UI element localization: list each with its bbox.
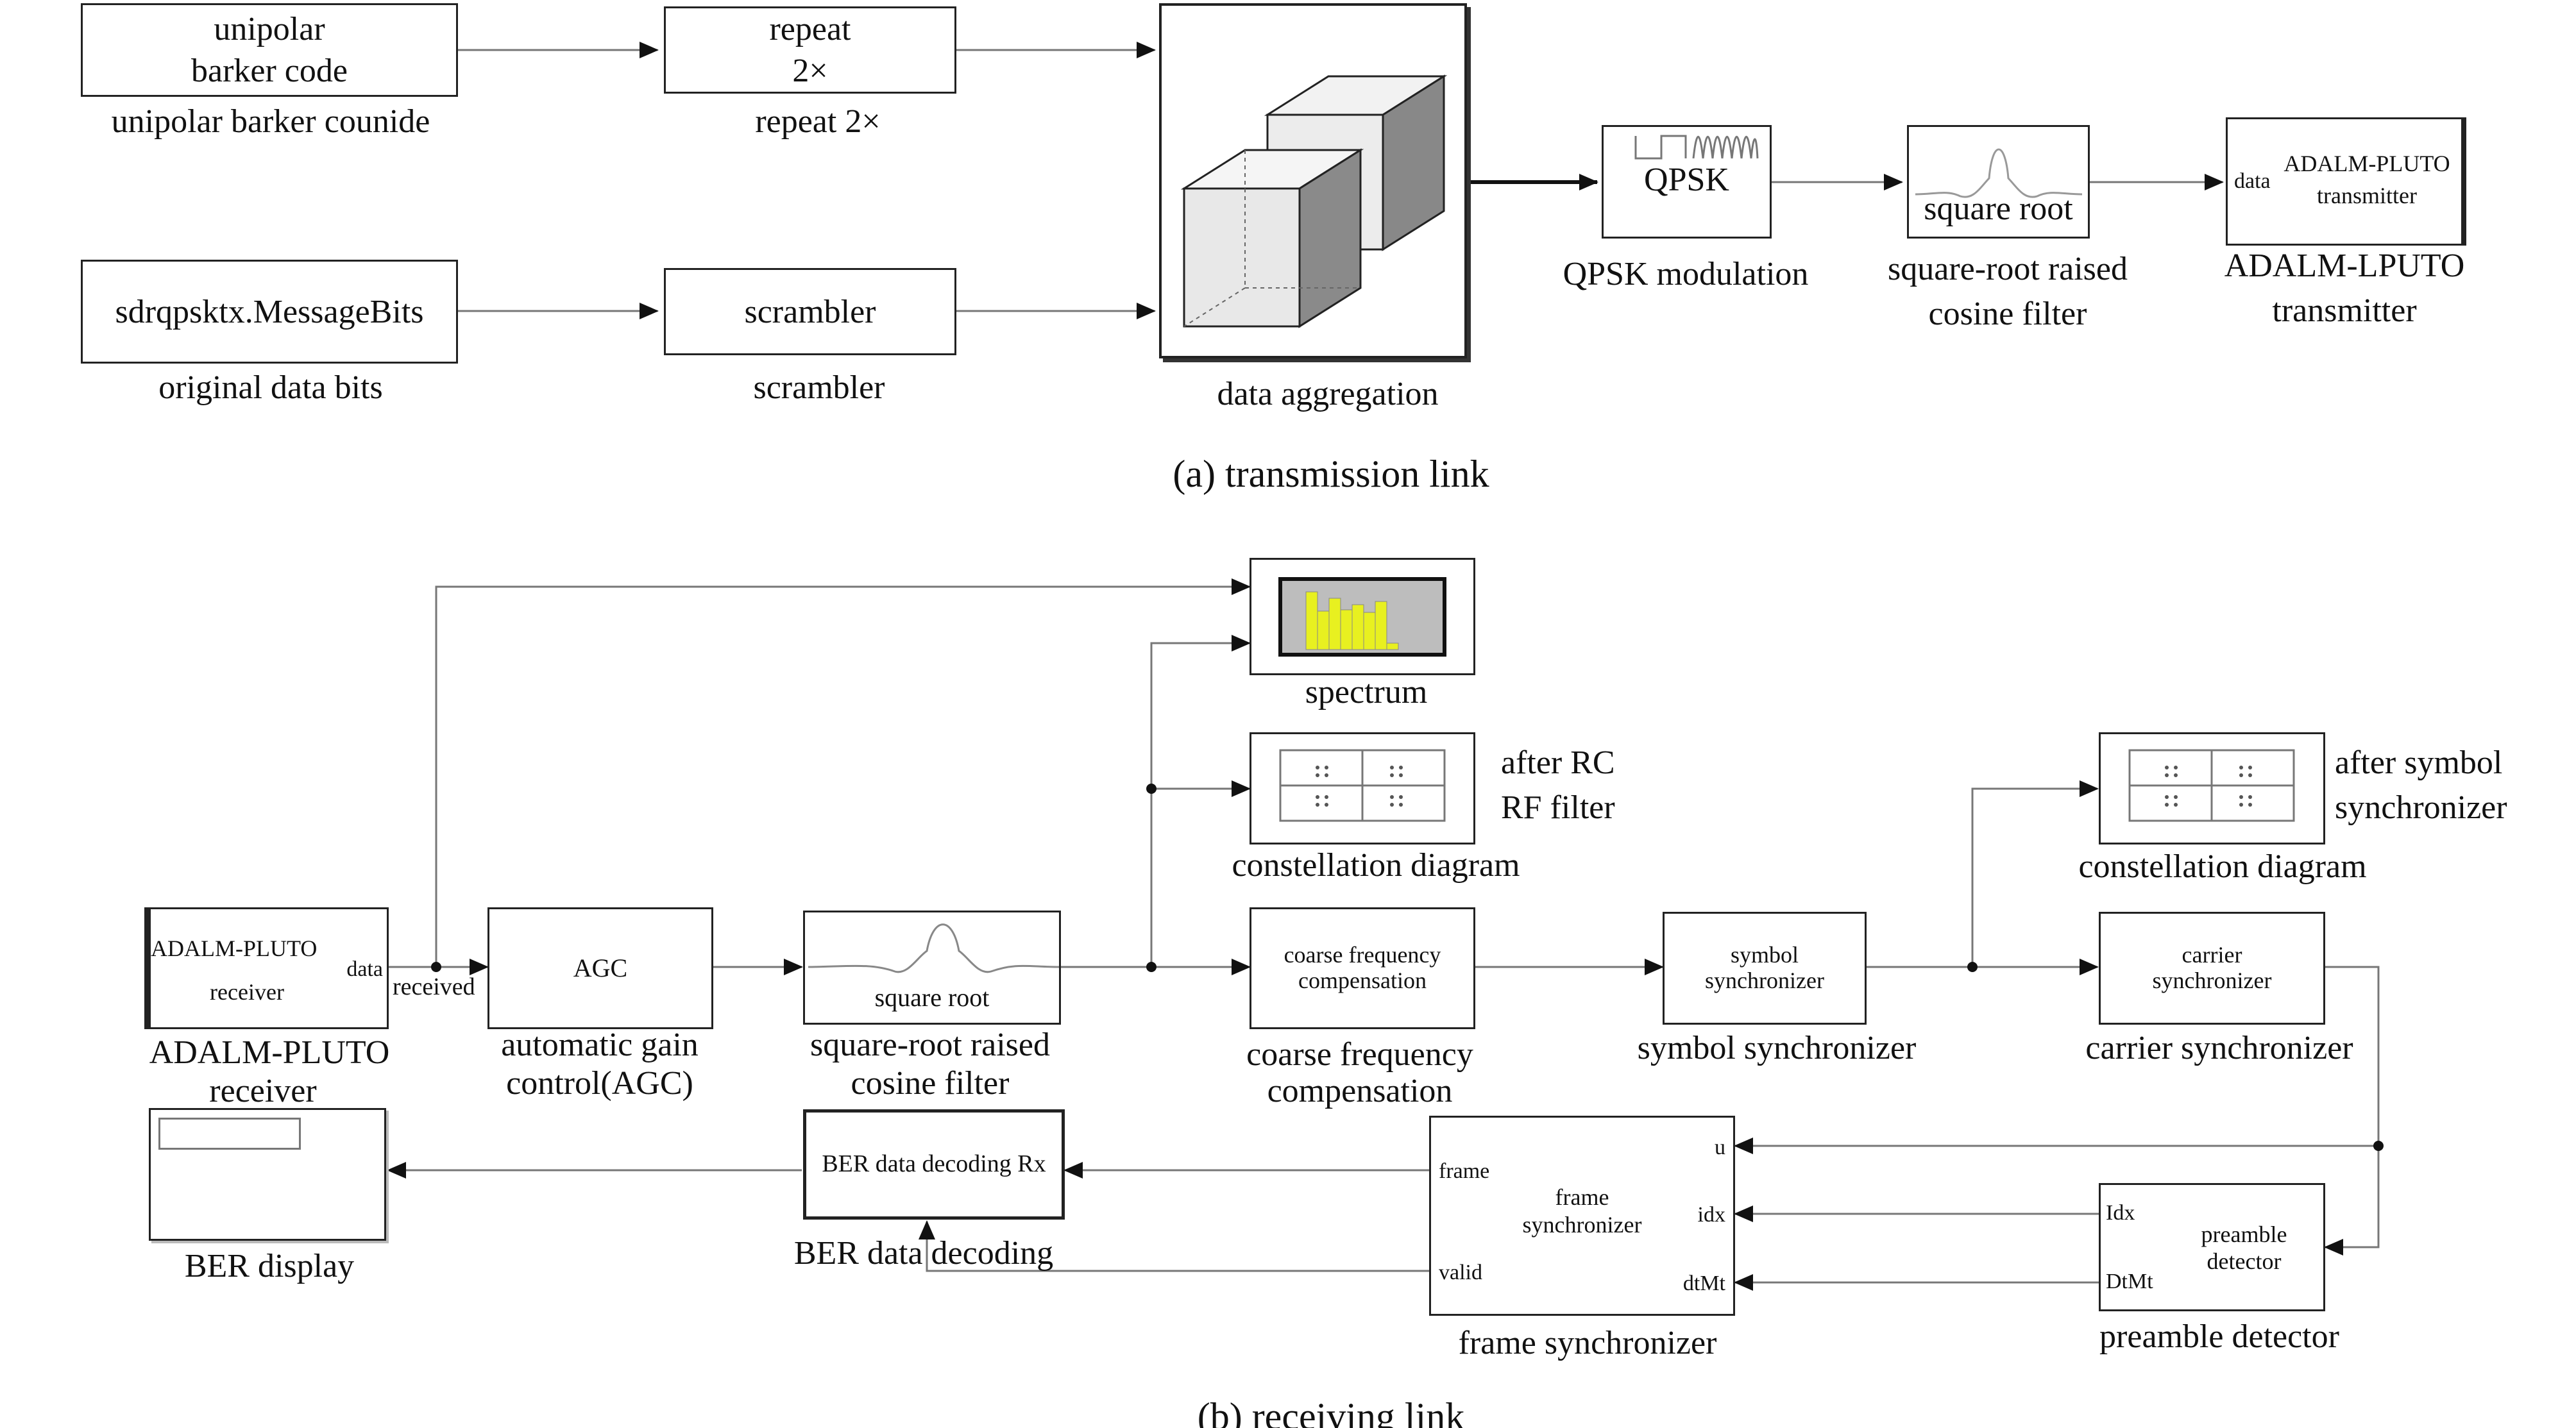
- barker-line2: barker code: [191, 53, 348, 89]
- rx-line2: receiver: [210, 979, 284, 1005]
- rx-rrc-filter-block[interactable]: square root: [803, 911, 1061, 1025]
- carrier-label: carrier synchronizer: [2085, 1030, 2353, 1066]
- constellation-sym-note-1: after symbol: [2335, 744, 2503, 781]
- tx-rrc-label-1: square-root raised: [1888, 251, 2128, 287]
- scrambler-block[interactable]: scrambler: [664, 268, 956, 355]
- symsync-line2: synchronizer: [1705, 968, 1824, 993]
- agc-label-1: automatic gain: [501, 1027, 699, 1063]
- tx-label-2: transmitter: [2272, 292, 2417, 329]
- symsync-label: symbol synchronizer: [1637, 1030, 1917, 1066]
- barker-line1: unipolar: [214, 11, 325, 47]
- frame-label: frame synchronizer: [1458, 1325, 1717, 1361]
- constellation-sym-icon: [2128, 749, 2295, 822]
- constellation-rc-block[interactable]: [1250, 732, 1475, 844]
- coarse-line1: coarse frequency: [1284, 942, 1441, 968]
- agc-label-2: control(AGC): [506, 1065, 693, 1102]
- constellation-sym-label: constellation diagram: [2078, 848, 2367, 885]
- ber-decoding-text: BER data decoding Rx: [822, 1150, 1046, 1178]
- ber-decoding-label: BER data decoding: [793, 1235, 1054, 1272]
- repeat-label: repeat 2×: [755, 103, 881, 140]
- tx-label-1: ADALM-LPUTO: [2224, 248, 2465, 284]
- barker-label: unipolar barker counide: [111, 103, 430, 140]
- carrier-line2: synchronizer: [2152, 968, 2272, 993]
- message-bits-block[interactable]: sdrqpsktx.MessageBits: [81, 260, 458, 364]
- frame-valid-port: valid: [1439, 1261, 1482, 1284]
- symsync-line1: symbol: [1730, 942, 1799, 968]
- data-aggregation-block[interactable]: [1159, 3, 1467, 358]
- unipolar-barker-code-block[interactable]: unipolar barker code: [81, 3, 458, 97]
- spectrum-label: spectrum: [1305, 674, 1428, 710]
- tx-rrc-text: square root: [1924, 190, 2073, 227]
- constellation-rc-label: constellation diagram: [1232, 847, 1520, 884]
- rx-line1: ADALM-PLUTO: [151, 936, 318, 961]
- qpsk-waveform-icon: [1634, 135, 1759, 160]
- qpsk-text: QPSK: [1644, 162, 1729, 198]
- agc-text: AGC: [573, 953, 628, 982]
- pluto-receiver-block[interactable]: ADALM-PLUTO data receiver: [144, 907, 389, 1029]
- preamble-line2: detector: [2207, 1248, 2282, 1274]
- constellation-rc-icon: [1279, 749, 1446, 822]
- aggregation-cubes-icon: [1180, 74, 1448, 328]
- spectrum-icon: [1278, 577, 1446, 657]
- frame-u-port: u: [1715, 1136, 1725, 1159]
- received-signal-label: received: [393, 973, 475, 1000]
- ber-display-block[interactable]: [149, 1108, 386, 1241]
- agc-block[interactable]: AGC: [487, 907, 713, 1029]
- frame-frame-port: frame: [1439, 1159, 1490, 1183]
- tx-rrc-impulse-icon: [1915, 148, 2083, 198]
- frame-synchronizer-block[interactable]: frame valid u idx dtMt frame synchronize…: [1429, 1116, 1735, 1316]
- rx-rrc-text: square root: [874, 983, 990, 1012]
- scrambler-label: scrambler: [753, 369, 885, 406]
- pluto-transmitter-block[interactable]: data ADALM-PLUTO transmitter: [2226, 117, 2466, 246]
- tx-line1: ADALM-PLUTO: [2284, 151, 2450, 176]
- repeat-line2: 2×: [792, 53, 828, 89]
- rx-rrc-label-2: cosine filter: [851, 1065, 1010, 1102]
- constellation-sym-note-2: synchronizer: [2335, 789, 2507, 826]
- rx-rrc-impulse-icon: [808, 923, 1059, 973]
- ber-data-decoding-block[interactable]: BER data decoding Rx: [803, 1109, 1065, 1220]
- receiving-caption: (b) receiving link: [1197, 1395, 1465, 1428]
- rx-label-1: ADALM-PLUTO: [149, 1034, 390, 1071]
- ber-display-screen: [158, 1118, 301, 1150]
- preamble-dtmt-port: DtMt: [2106, 1270, 2153, 1293]
- tx-line2: transmitter: [2317, 183, 2417, 208]
- qpsk-block[interactable]: QPSK: [1602, 125, 1772, 239]
- constellation-rc-note-1: after RC: [1501, 744, 1615, 781]
- tx-data-port: data: [2234, 169, 2271, 193]
- coarse-line2: compensation: [1298, 968, 1427, 993]
- message-bits-text: sdrqpsktx.MessageBits: [115, 293, 424, 330]
- preamble-detector-block[interactable]: Idx DtMt preamble detector: [2099, 1183, 2325, 1311]
- rx-data-port: data: [346, 957, 383, 981]
- preamble-label: preamble detector: [2099, 1318, 2339, 1355]
- constellation-rc-note-2: RF filter: [1501, 789, 1615, 826]
- scrambler-text: scrambler: [744, 293, 876, 330]
- message-bits-label: original data bits: [158, 369, 383, 406]
- qpsk-label: QPSK modulation: [1563, 256, 1809, 292]
- rx-rrc-label-1: square-root raised: [810, 1027, 1050, 1063]
- preamble-line1: preamble: [2201, 1222, 2287, 1247]
- transmission-caption: (a) transmission link: [1173, 453, 1489, 495]
- ber-display-label: BER display: [184, 1248, 355, 1284]
- frame-line2: synchronizer: [1522, 1212, 1642, 1238]
- data-aggregation-label: data aggregation: [1217, 376, 1439, 412]
- constellation-sym-block[interactable]: [2099, 732, 2325, 844]
- tx-rrc-filter-block[interactable]: square root: [1907, 125, 2090, 239]
- spectrum-scope-block[interactable]: [1250, 558, 1475, 675]
- coarse-label-1: coarse frequency: [1246, 1036, 1473, 1073]
- frame-idx-port: idx: [1697, 1203, 1725, 1227]
- repeat-block[interactable]: repeat 2×: [664, 6, 956, 94]
- coarse-label-2: compensation: [1267, 1073, 1453, 1109]
- rx-label-2: receiver: [209, 1073, 317, 1109]
- tx-rrc-label-2: cosine filter: [1928, 296, 2087, 332]
- frame-line1: frame: [1555, 1184, 1609, 1210]
- preamble-idx-port: Idx: [2106, 1201, 2135, 1225]
- repeat-line1: repeat: [769, 11, 851, 47]
- frame-dtmt-port: dtMt: [1682, 1272, 1725, 1295]
- carrier-line1: carrier: [2182, 942, 2242, 968]
